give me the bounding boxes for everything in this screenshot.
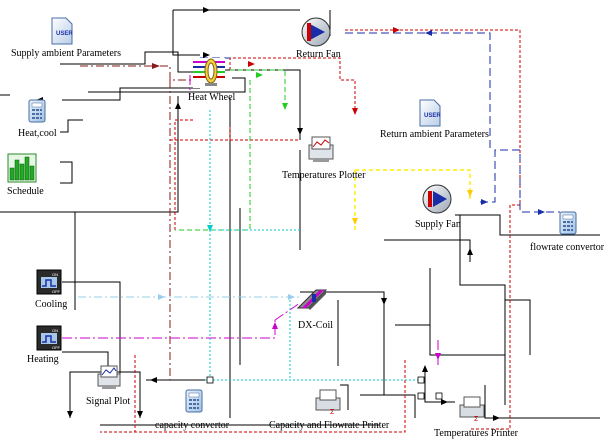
temperatures-printer-label: Temperatures Printer — [434, 428, 518, 439]
junction-markers — [206, 376, 443, 400]
temperatures-plotter-label: Temperatures Plotter — [282, 170, 366, 181]
off-icon-text: OFF — [52, 345, 61, 350]
printer-icon[interactable]: Σ — [315, 389, 341, 416]
fan-icon[interactable] — [301, 17, 331, 47]
supply-fan-label: Supply Fan — [415, 219, 461, 230]
calculator-icon[interactable] — [28, 99, 46, 123]
green-connections — [175, 69, 286, 231]
heat-wheel-icon[interactable] — [193, 58, 225, 88]
calculator-icon[interactable] — [185, 389, 203, 413]
heating-label: Heating — [27, 354, 59, 365]
on-off-controller-icon[interactable]: ON OFF — [36, 269, 62, 295]
user-icon-text: USER — [56, 31, 73, 37]
plotter-icon[interactable] — [97, 365, 121, 389]
printer-icon[interactable]: Σ — [459, 396, 485, 423]
heat-wheel-label: Heat Wheel — [188, 92, 236, 103]
signal-plot-label: Signal Plot — [86, 396, 131, 407]
cooling-label: Cooling — [35, 299, 68, 310]
on-icon-text: ON — [52, 272, 58, 277]
plotter-icon[interactable] — [308, 136, 334, 162]
dx-coil-icon[interactable] — [296, 289, 328, 310]
connection-lines — [0, 9, 600, 433]
fan-icon[interactable] — [422, 184, 452, 214]
capacity-convertor-label: capacity convertor — [155, 420, 230, 431]
flowrate-convertor-label: flowrate convertor — [530, 242, 605, 253]
return-ambient-label: Return ambient Parameters — [380, 129, 489, 140]
calculator-icon[interactable] — [559, 211, 577, 235]
blue-connections — [200, 32, 560, 213]
off-icon-text: OFF — [52, 289, 61, 294]
on-icon-text: ON — [52, 328, 58, 333]
dx-coil-label: DX-Coil — [298, 320, 333, 331]
sigma-icon-text: Σ — [474, 416, 479, 423]
return-fan-label: Return Fan — [296, 49, 341, 60]
on-off-controller-icon[interactable]: ON OFF — [36, 325, 62, 351]
user-document-icon[interactable]: USER — [51, 17, 73, 45]
brown-connections — [80, 65, 195, 380]
schedule-icon[interactable] — [7, 153, 37, 183]
user-document-icon[interactable]: USER — [419, 99, 441, 127]
supply-ambient-label: Supply ambient Parameters — [11, 48, 121, 59]
red-connections — [100, 29, 521, 433]
user-icon-text: USER — [424, 113, 441, 119]
schedule-label: Schedule — [7, 186, 44, 197]
capacity-flowrate-printer-label: Capacity and Flowrate Printer — [269, 420, 390, 431]
heat-cool-label: Heat,cool — [18, 128, 57, 139]
sigma-icon-text: Σ — [330, 409, 335, 416]
cyan-connections — [205, 110, 420, 381]
arrow-heads — [36, 7, 545, 421]
